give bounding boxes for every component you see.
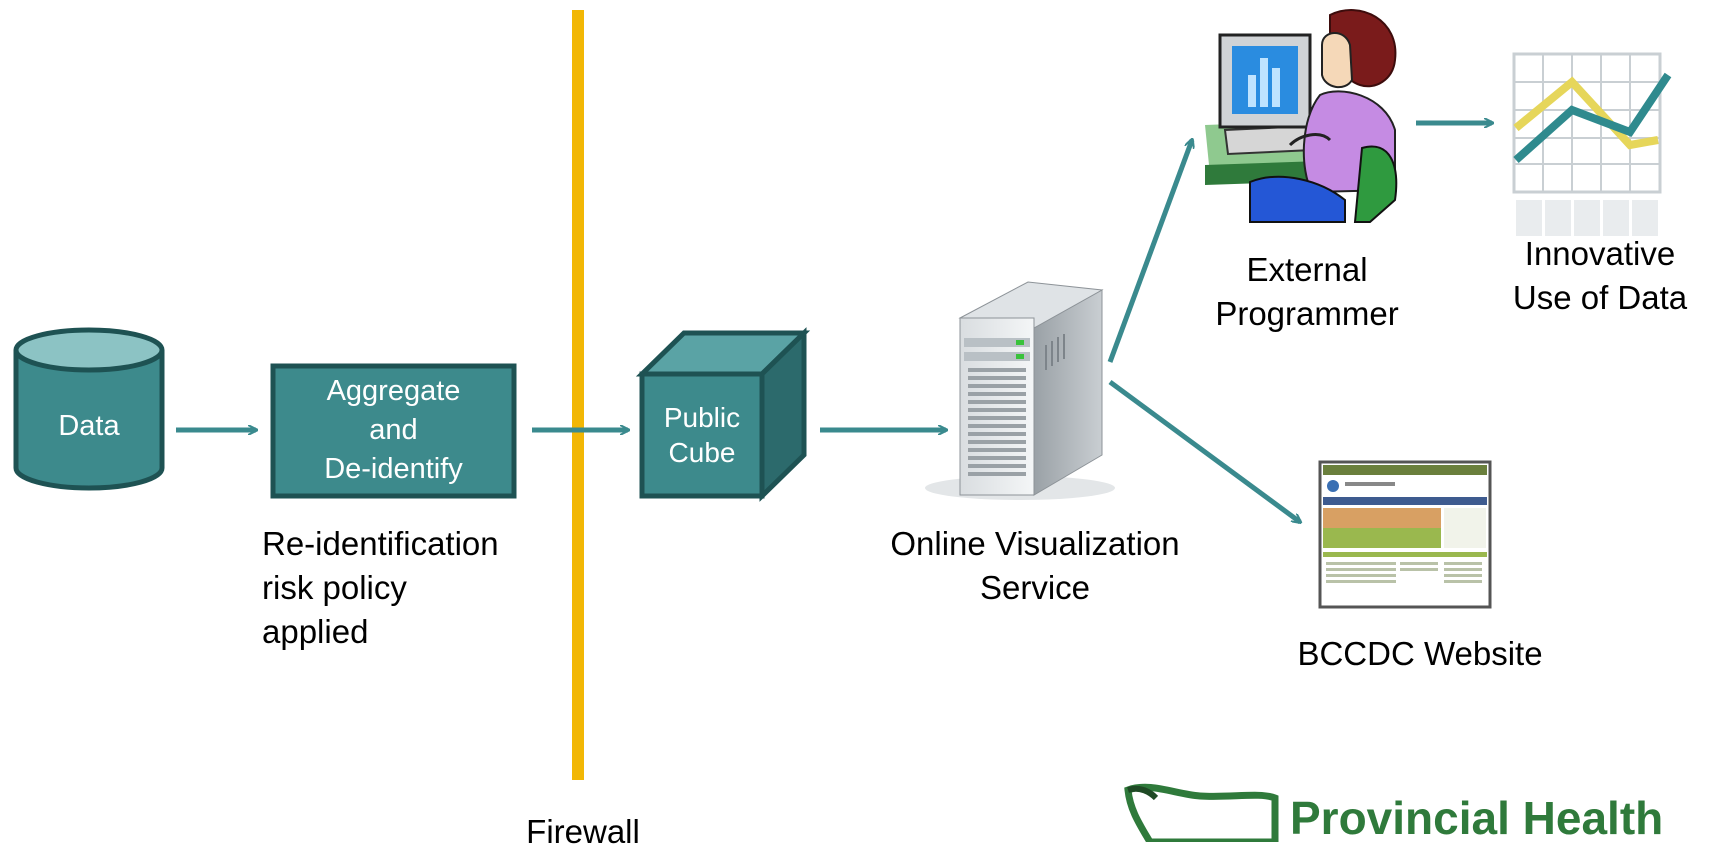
line-chart-icon <box>1512 52 1672 236</box>
aggregate-line-1: Aggregate <box>326 375 461 407</box>
programmer-line-2: Programmer <box>1215 295 1399 332</box>
server-tower-icon <box>925 281 1115 500</box>
online-service-caption: Online Visualization Service <box>860 522 1210 610</box>
aggregate-node-label: Aggregate and De-identify <box>273 372 514 489</box>
provincial-health-logo-icon <box>1124 783 1279 842</box>
arrow-service-to-programmer <box>1107 140 1192 363</box>
programmer-line-1: External <box>1246 251 1368 288</box>
provincial-health-brand-text: Provincial Health <box>1290 792 1664 844</box>
external-programmer-caption: External Programmer <box>1192 248 1422 336</box>
arrow-service-to-website <box>1108 379 1300 522</box>
reid-policy-caption: Re-identification risk policy applied <box>262 522 499 654</box>
service-line-2: Service <box>979 569 1091 606</box>
aggregate-line-2: and <box>369 414 418 446</box>
public-cube-label: Public Cube <box>642 400 762 470</box>
aggregate-box <box>270 363 517 499</box>
reid-line-2: risk policy <box>262 569 407 606</box>
website-screenshot-icon <box>1318 460 1492 609</box>
aggregate-line-3: De-identify <box>324 453 463 485</box>
public-cube-icon <box>635 327 811 502</box>
service-line-1: Online Visualization <box>890 525 1180 562</box>
innovative-line-1: Innovative <box>1524 235 1676 272</box>
person-at-computer-icon <box>1205 9 1398 223</box>
reid-line-3: applied <box>262 613 369 650</box>
reid-line-1: Re-identification <box>262 525 499 562</box>
bccdc-website-caption: BCCDC Website <box>1297 635 1543 672</box>
data-cylinder-icon <box>13 327 165 491</box>
data-node-label: Data <box>58 410 120 442</box>
innovative-use-caption: Innovative Use of Data <box>1500 232 1700 320</box>
cube-line-2: Cube <box>668 437 736 468</box>
firewall-line <box>572 10 584 780</box>
cube-line-1: Public <box>663 402 741 433</box>
firewall-caption: Firewall <box>526 813 640 850</box>
innovative-line-2: Use of Data <box>1512 279 1688 316</box>
